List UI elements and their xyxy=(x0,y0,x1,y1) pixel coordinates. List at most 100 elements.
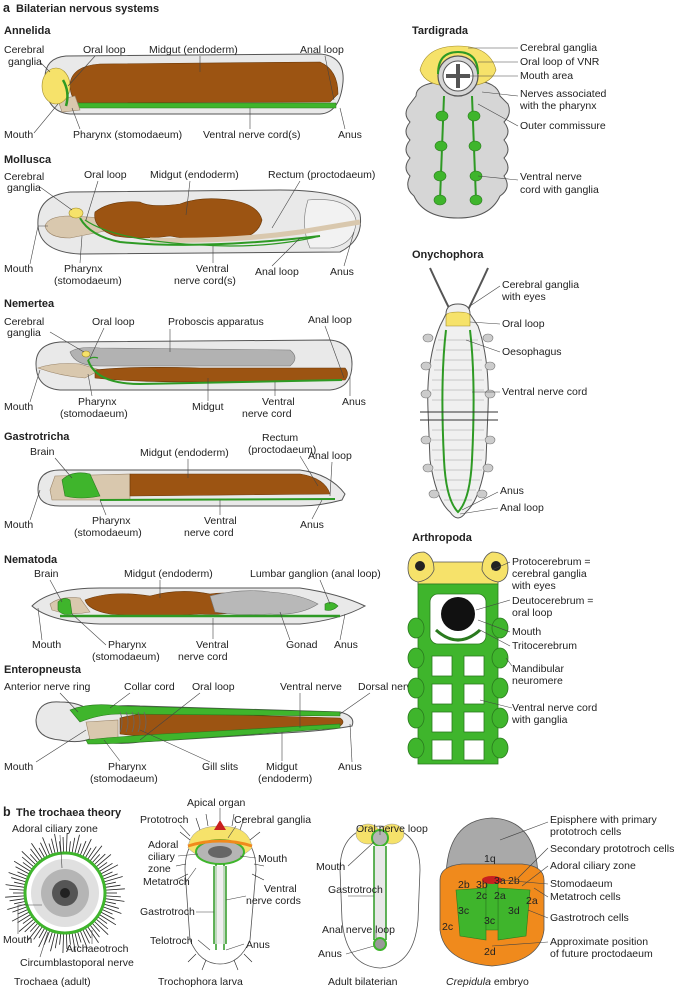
cilium xyxy=(17,871,28,877)
crepidula-cell-2c: 2c xyxy=(442,921,453,933)
gastrotricha-anus: Anus xyxy=(300,519,324,531)
cilium xyxy=(18,919,34,932)
arthropoda-diagram: Arthropoda Protocerebrum = cerebral gang… xyxy=(407,532,597,765)
cilium xyxy=(9,888,25,891)
cilium xyxy=(17,909,28,915)
cilium xyxy=(62,837,64,853)
enteropneusta-pharynx-1: Pharynx xyxy=(108,761,147,773)
cilium xyxy=(27,925,41,941)
crepidula-cell-3c2: 3c xyxy=(484,915,495,927)
cilium xyxy=(12,906,27,913)
mollusca-pharynx-2: (stomodaeum) xyxy=(54,275,122,287)
nematoda-mouth: Mouth xyxy=(32,639,61,651)
crepidula-caption-rest: embryo xyxy=(491,976,529,988)
annelida-name: Annelida xyxy=(4,25,51,37)
cilium xyxy=(50,932,56,952)
cilium xyxy=(102,871,113,877)
crepidula-episphere-1: Episphere with primary xyxy=(550,814,658,826)
annelida-cerebral-2: ganglia xyxy=(8,56,42,68)
onychophora-diagram: Onychophora Cerebral ganglia with eyes O… xyxy=(412,249,587,519)
cilium xyxy=(105,888,125,891)
trochophora-ventral-2: nerve cords xyxy=(246,895,301,907)
trochaea-adoral: Adoral ciliary zone xyxy=(12,823,98,835)
adult-caption: Adult bilaterian xyxy=(328,976,398,988)
adult-anal-loop: Anal nerve loop xyxy=(322,924,395,936)
onychophora-cerebral-1: Cerebral ganglia xyxy=(502,279,579,291)
mollusca-anus: Anus xyxy=(330,266,354,278)
crepidula-secondary: Secondary prototroch cells xyxy=(550,843,674,855)
adult-bilaterian-diagram: Oral nerve loop Mouth Gastrotroch Anal n… xyxy=(316,823,428,988)
cilium xyxy=(68,933,71,945)
cilium xyxy=(94,853,106,865)
cilium xyxy=(105,895,121,898)
annelida-pharynx: Pharynx (stomodaeum) xyxy=(73,129,182,141)
mollusca-pharynx-1: Pharynx xyxy=(64,263,103,275)
cilium xyxy=(77,931,82,943)
cilium xyxy=(99,862,113,872)
cilium xyxy=(11,911,29,922)
enteropneusta-midgut-1: Midgut xyxy=(266,761,298,773)
trochophora-gastrotroch: Gastrotroch xyxy=(140,906,195,918)
cilium xyxy=(14,881,25,885)
enteropneusta-collar-cord: Collar cord xyxy=(124,681,175,693)
enteropneusta-ventral-nerve: Ventral nerve xyxy=(280,681,342,693)
cilium xyxy=(87,846,97,860)
cilium xyxy=(38,928,45,939)
cilium xyxy=(21,856,34,867)
enteropneusta-anterior-ring: Anterior nerve ring xyxy=(4,681,91,693)
onychophora-cerebral-2: with eyes xyxy=(501,291,546,303)
mollusca-anal-loop: Anal loop xyxy=(255,266,299,278)
trochophora-adoral-3: zone xyxy=(148,863,171,875)
nematoda-diagram: Nematoda Brain Midgut (endoderm) Lumbar … xyxy=(4,554,381,663)
mollusca-vnc-1: Ventral xyxy=(196,263,229,275)
tardigrada-nerves-1: Nerves associated xyxy=(520,88,607,100)
adult-mouth: Mouth xyxy=(316,861,345,873)
onychophora-name: Onychophora xyxy=(412,249,484,261)
mollusca-vnc-2: nerve cord(s) xyxy=(174,275,236,287)
cilium xyxy=(31,843,43,860)
cilium xyxy=(101,911,115,920)
tardigrada-vnc-2: cord with ganglia xyxy=(520,184,599,196)
arthropoda-proto-2: cerebral ganglia xyxy=(512,568,587,580)
onychophora-oral-loop: Oral loop xyxy=(502,318,545,330)
enteropneusta-name: Enteropneusta xyxy=(4,664,82,676)
crepidula-cell-2b-left: 2b xyxy=(458,879,470,891)
cilium xyxy=(82,929,90,944)
cilium xyxy=(85,847,92,858)
crepidula-cell-3b: 3b xyxy=(476,879,488,891)
trochophora-diagram: Apical organ Prototroch Cerebral ganglia… xyxy=(140,797,311,988)
arthropoda-vnc-2: with ganglia xyxy=(511,714,568,726)
crepidula-cell-3a: 3a xyxy=(494,875,506,887)
cilium xyxy=(92,854,101,863)
cilium xyxy=(11,877,26,883)
cilium xyxy=(92,923,101,932)
cilium xyxy=(66,933,68,949)
mollusca-diagram: Mollusca Cerebral ganglia Oral loop Midg… xyxy=(4,154,375,287)
cilium xyxy=(5,884,25,888)
gastrotricha-midgut: Midgut (endoderm) xyxy=(140,447,229,459)
crepidula-cell-2a-top: 2a xyxy=(494,890,506,902)
cilium xyxy=(82,838,92,857)
nemertea-pharynx-2: (stomodaeum) xyxy=(60,408,128,420)
mollusca-midgut: Midgut (endoderm) xyxy=(150,169,239,181)
cilium xyxy=(96,919,109,930)
mollusca-oral-loop: Oral loop xyxy=(84,169,127,181)
cilium xyxy=(96,854,112,867)
cilium xyxy=(29,923,38,932)
trochophora-mouth: Mouth xyxy=(258,853,287,865)
enteropneusta-dorsal-nerve: Dorsal nerve xyxy=(358,681,418,693)
adult-gastrotroch: Gastrotroch xyxy=(328,884,383,896)
gastrotricha-vnc-1: Ventral xyxy=(204,515,237,527)
cilium xyxy=(38,929,48,948)
nematoda-name: Nematoda xyxy=(4,554,58,566)
trochophora-anus: Anus xyxy=(246,939,270,951)
crepidula-adoral: Adoral ciliary zone xyxy=(550,860,636,872)
cilium xyxy=(40,842,48,857)
onychophora-anus: Anus xyxy=(500,485,524,497)
cilium xyxy=(99,914,117,926)
annelida-anal-loop: Anal loop xyxy=(300,44,344,56)
cilium xyxy=(104,876,123,883)
crepidula-cell-3d: 3d xyxy=(508,905,520,917)
arthropoda-name: Arthropoda xyxy=(412,532,473,544)
crepidula-cell-1q: 1q xyxy=(484,853,496,865)
